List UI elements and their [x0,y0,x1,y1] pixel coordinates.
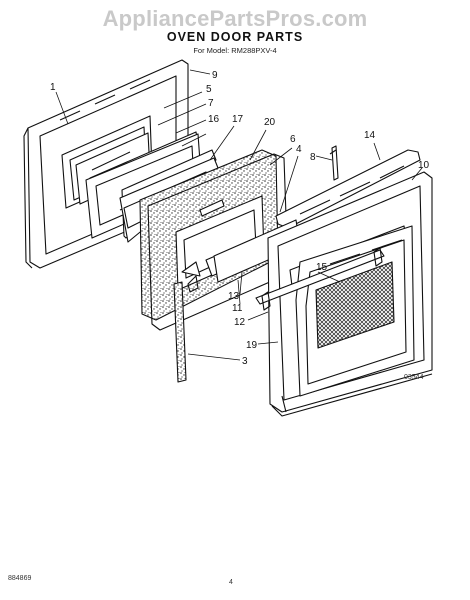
callout-15: 15 [316,262,328,273]
door-frame-19 [281,395,287,413]
figure-code: 03544 [404,374,424,381]
page-number: 4 [229,579,233,586]
page-title: OVEN DOOR PARTS [166,30,304,44]
callout-20: 20 [264,117,276,128]
callout-3: 3 [242,356,248,367]
callout-11: 11 [232,303,243,314]
callout-13: 13 [228,291,240,302]
hinge-part-8 [329,145,339,181]
callout-12: 12 [234,317,246,328]
callout-1: 1 [50,82,56,93]
callout-16: 16 [208,114,220,125]
top-trim-14 [275,149,421,229]
document-number: 884869 [8,575,32,582]
window-mesh [315,261,395,349]
callout-17: 17 [232,114,244,125]
callout-10: 10 [418,160,430,171]
gasket-strip-3 [173,281,187,383]
callout-7: 7 [208,98,214,109]
door-handle-12 [255,247,385,311]
callout-19: 19 [246,340,258,351]
callout-5: 5 [206,84,212,95]
callout-6: 6 [290,134,296,145]
callout-8: 8 [310,152,316,163]
watermark: AppliancePartsPros.com [102,6,368,31]
callout-4: 4 [296,144,302,155]
callout-9: 9 [212,70,218,81]
callout-14: 14 [364,130,376,141]
model-line: For Model: RM288PXV-4 [193,46,277,55]
